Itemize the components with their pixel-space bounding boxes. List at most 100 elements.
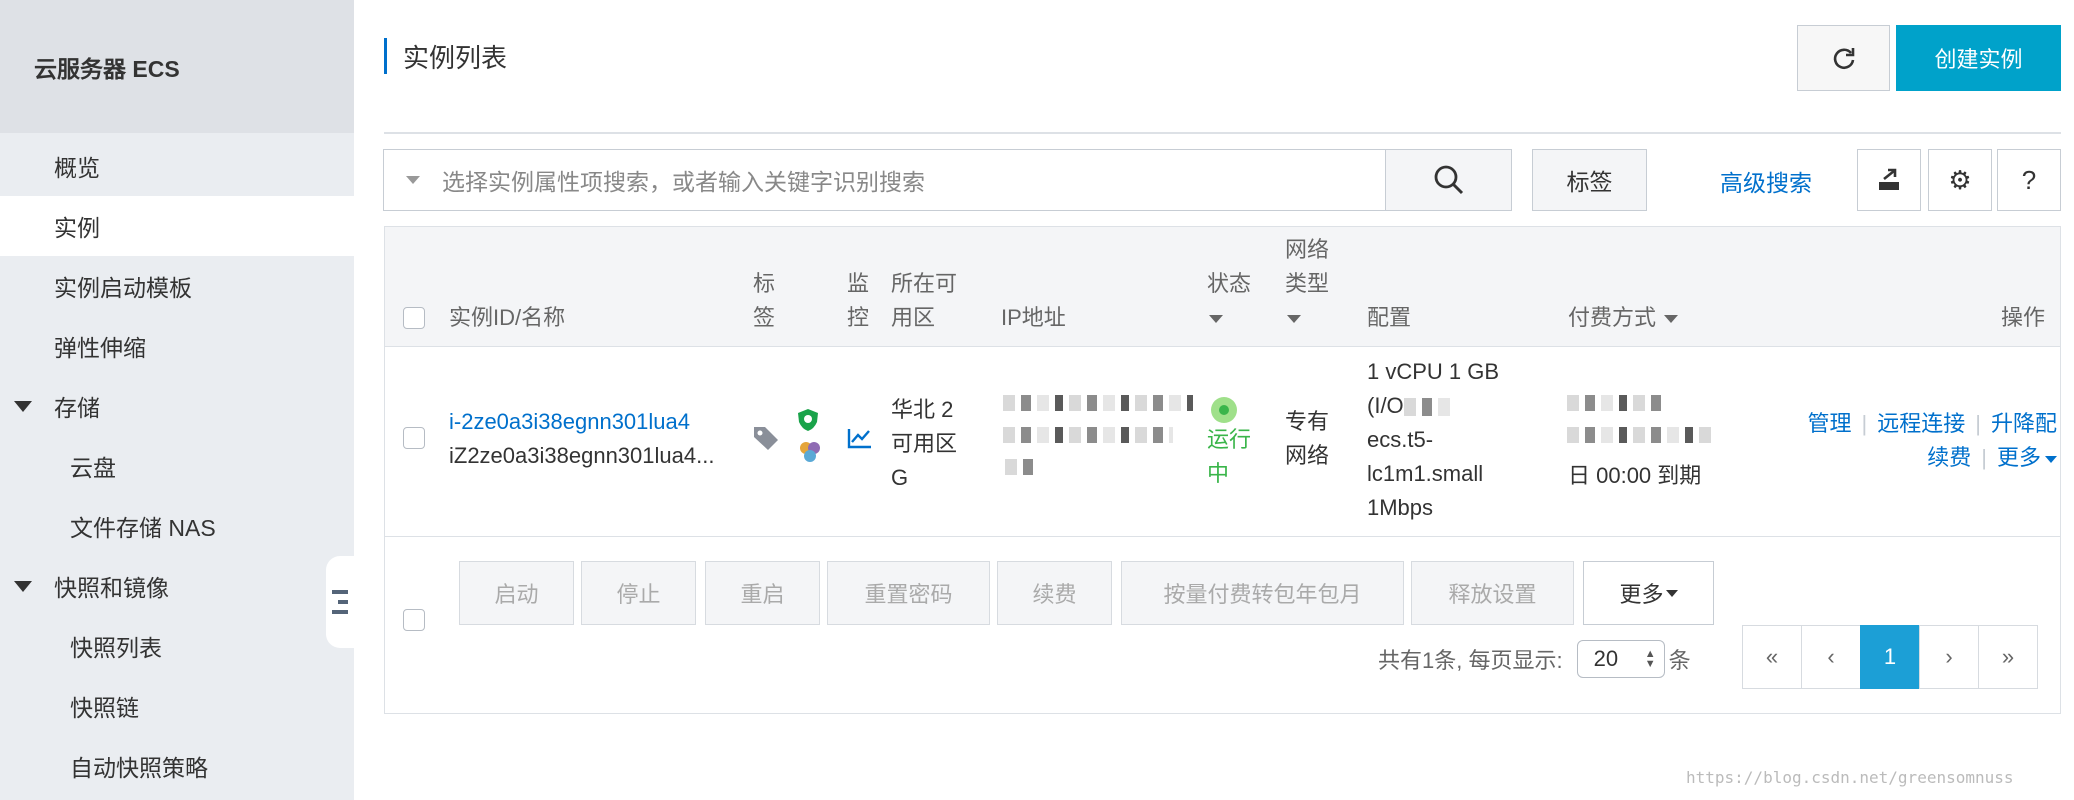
create-instance-button[interactable]: 创建实例 [1896, 25, 2061, 91]
select-all-checkbox[interactable] [403, 307, 425, 329]
sort-caret-icon [1664, 315, 1679, 324]
row-checkbox[interactable] [403, 427, 425, 449]
spinner-arrows-icon[interactable]: ▲▼ [1644, 648, 1656, 670]
column-header-zone: 所在可 用区 [891, 267, 957, 335]
column-header-id: 实例ID/名称 [449, 305, 566, 330]
page-size-unit: 条 [1668, 648, 1691, 673]
column-header-zone-line: 用区 [891, 305, 936, 330]
sort-caret-icon [1285, 301, 1329, 335]
refresh-button[interactable] [1797, 25, 1890, 91]
network-line: 网络 [1285, 443, 1330, 468]
column-header-monitor-line: 控 [847, 305, 870, 330]
column-header-config: 配置 [1367, 305, 1412, 330]
redacted-billing [1567, 427, 1713, 443]
row-actions: 管理|远程连接|升降配 续费|更多 [1745, 407, 2057, 475]
redacted-config [1403, 398, 1452, 417]
status-line: 运行 [1207, 427, 1252, 452]
row-actions-line-2: 续费|更多 [1745, 441, 2057, 475]
more-batch-button[interactable]: 更多 [1583, 561, 1714, 625]
column-header-network-line: 网络 [1285, 237, 1330, 262]
convert-billing-button[interactable]: 按量付费转包年包月 [1121, 561, 1404, 625]
batch-select-checkbox[interactable] [403, 609, 425, 631]
column-header-tag-line: 签 [753, 305, 776, 330]
settings-button[interactable]: ⚙ [1928, 149, 1992, 211]
resize-link[interactable]: 升降配 [1990, 411, 2057, 436]
divider [384, 132, 2061, 134]
remote-connect-link[interactable]: 远程连接 [1877, 411, 1966, 436]
sidebar-item-overview[interactable]: 概览 [54, 155, 100, 181]
pagination: « ‹ 1 › » [1742, 625, 2038, 689]
network-line: 专有 [1285, 409, 1330, 434]
instance-id-link[interactable]: i-2ze0a3i38egnn301lua4 [449, 409, 690, 434]
manage-link[interactable]: 管理 [1807, 411, 1852, 436]
search-placeholder: 选择实例属性项搜索，或者输入关键字识别搜索 [442, 169, 925, 195]
instance-name: iZ2ze0a3i38egnn301lua4... [449, 443, 715, 468]
config-cell: 1 vCPU 1 GB (I/O ecs.t5- lc1m1.small 1Mb… [1367, 355, 1499, 525]
config-line: 1Mbps [1367, 495, 1434, 520]
billing-expiry: 日 00:00 到期 [1568, 463, 1702, 488]
monitor-chart-icon[interactable] [847, 427, 873, 449]
more-batch-label: 更多 [1619, 582, 1664, 607]
sidebar-item-auto-scaling[interactable]: 弹性伸缩 [54, 335, 146, 361]
reset-password-button[interactable]: 重置密码 [827, 561, 990, 625]
more-actions-label: 更多 [1996, 445, 2041, 470]
sidebar-item-nas[interactable]: 文件存储 NAS [70, 515, 216, 541]
page-1-button[interactable]: 1 [1860, 625, 1920, 689]
app-pinwheel-icon [800, 442, 820, 462]
column-header-status-label: 状态 [1207, 271, 1252, 296]
status-cell: 运行 中 [1207, 423, 1251, 491]
tag-filter-button[interactable]: 标签 [1532, 149, 1647, 211]
sidebar-item-instances[interactable]: 实例 [0, 196, 354, 256]
renew-button[interactable]: 续费 [997, 561, 1112, 625]
separator: | [1861, 411, 1868, 436]
search-input[interactable]: 选择实例属性项搜索，或者输入关键字识别搜索 [383, 149, 1386, 211]
page-size-stepper[interactable]: 20 ▲▼ [1576, 640, 1665, 678]
start-button[interactable]: 启动 [459, 561, 574, 625]
prev-page-button[interactable]: ‹ [1801, 625, 1861, 689]
sidebar-item-auto-snapshot-policy[interactable]: 自动快照策略 [70, 755, 208, 781]
last-page-button[interactable]: » [1978, 625, 2038, 689]
renew-link[interactable]: 续费 [1927, 445, 1972, 470]
tag-icon[interactable] [751, 423, 781, 453]
divider [385, 536, 2060, 537]
release-settings-button[interactable]: 释放设置 [1411, 561, 1574, 625]
redacted-ip [1003, 395, 1193, 411]
instance-table: 实例ID/名称 标 签 监 控 所在可 用区 IP地址 状态 网络 类型 [384, 226, 2061, 714]
advanced-search-link[interactable]: 高级搜索 [1720, 170, 1812, 196]
sidebar-group-storage[interactable]: 存储 [0, 376, 354, 436]
caret-down-icon [14, 400, 32, 412]
next-page-button[interactable]: › [1919, 625, 1979, 689]
export-icon [1879, 168, 1899, 190]
column-header-ip: IP地址 [1001, 305, 1066, 330]
pagination-summary: 共有1条, 每页显示: 20 ▲▼ 条 [1378, 640, 1691, 678]
search-button[interactable] [1385, 149, 1512, 211]
sidebar-item-snapshot-list[interactable]: 快照列表 [70, 635, 162, 661]
restart-button[interactable]: 重启 [705, 561, 820, 625]
status-line: 中 [1207, 461, 1230, 486]
chevron-down-icon[interactable] [406, 176, 420, 184]
sidebar-group-snapshots-images[interactable]: 快照和镜像 [0, 556, 354, 616]
column-header-status[interactable]: 状态 [1207, 267, 1251, 335]
column-header-billing[interactable]: 付费方式 [1568, 301, 1679, 335]
export-button[interactable] [1857, 149, 1921, 211]
config-line-text: (I/O [1367, 393, 1404, 418]
config-line: (I/O [1367, 389, 1499, 423]
first-page-button[interactable]: « [1742, 625, 1802, 689]
sidebar-collapse-toggle[interactable] [326, 556, 354, 648]
stop-button[interactable]: 停止 [581, 561, 696, 625]
page-size-value: 20 [1593, 646, 1619, 671]
redacted-ip [1003, 427, 1173, 443]
config-line: lc1m1.small [1367, 461, 1484, 486]
column-header-network[interactable]: 网络 类型 [1285, 233, 1329, 335]
page-title: 实例列表 [384, 38, 507, 74]
sidebar-item-launch-templates[interactable]: 实例启动模板 [54, 275, 192, 301]
more-actions-link[interactable]: 更多 [1997, 445, 2057, 470]
column-header-monitor: 监 控 [847, 267, 869, 335]
redacted-ip [1005, 459, 1033, 475]
sidebar-item-cloud-disks[interactable]: 云盘 [70, 455, 116, 481]
refresh-icon [1833, 48, 1854, 70]
caret-down-icon [2045, 455, 2057, 463]
sidebar-item-snapshot-chain[interactable]: 快照链 [70, 695, 139, 721]
zone-line: G [891, 465, 909, 490]
help-button[interactable]: ? [1997, 149, 2061, 211]
